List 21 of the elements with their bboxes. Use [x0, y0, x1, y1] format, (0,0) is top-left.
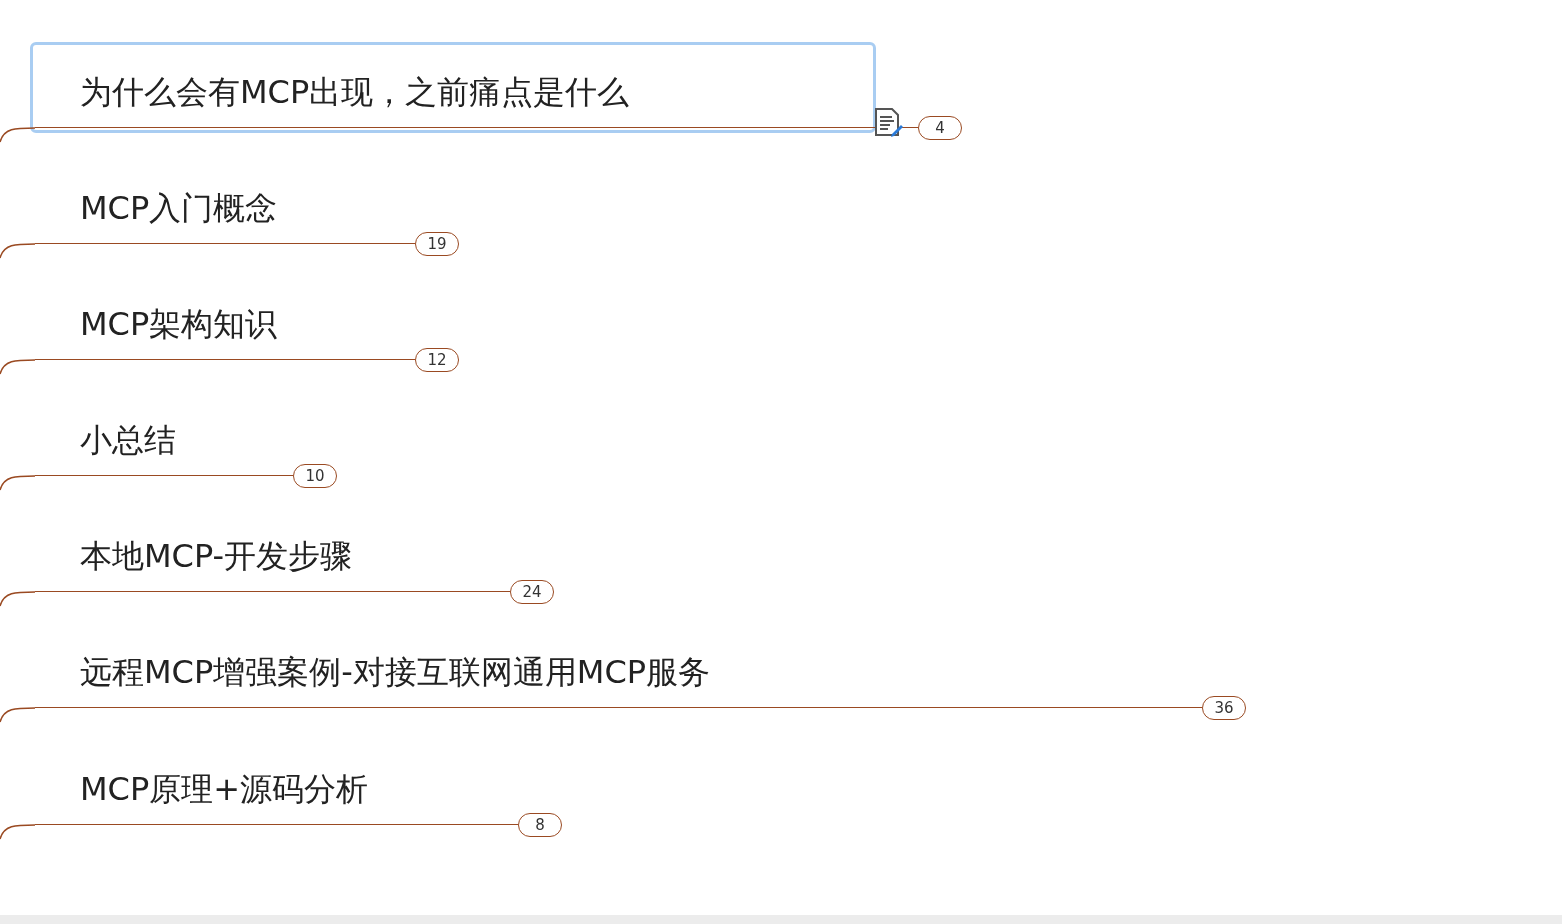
topic-text: MCP架构知识: [80, 303, 278, 345]
branch-line: [0, 591, 36, 607]
branch-line: [0, 475, 36, 491]
count-badge: 19: [415, 232, 459, 256]
topic-text: 本地MCP-开发步骤: [80, 535, 353, 577]
topic-text: MCP原理+源码分析: [80, 768, 369, 810]
count-badge: 36: [1202, 696, 1246, 720]
branch-line: [0, 359, 36, 375]
count-badge: 24: [510, 580, 554, 604]
count-badge: 4: [918, 116, 962, 140]
count-badge: 8: [518, 813, 562, 837]
topic-text: 远程MCP增强案例-对接互联网通用MCP服务: [80, 651, 711, 693]
topic-text: 为什么会有MCP出现，之前痛点是什么: [80, 71, 630, 113]
topic-text: MCP入门概念: [80, 187, 278, 229]
count-badge: 12: [415, 348, 459, 372]
topic-text: 小总结: [80, 419, 176, 461]
branch-line: [0, 707, 36, 723]
count-badge: 10: [293, 464, 337, 488]
branch-line: [0, 243, 36, 259]
branch-line: [0, 824, 36, 840]
branch-line: [0, 127, 36, 143]
